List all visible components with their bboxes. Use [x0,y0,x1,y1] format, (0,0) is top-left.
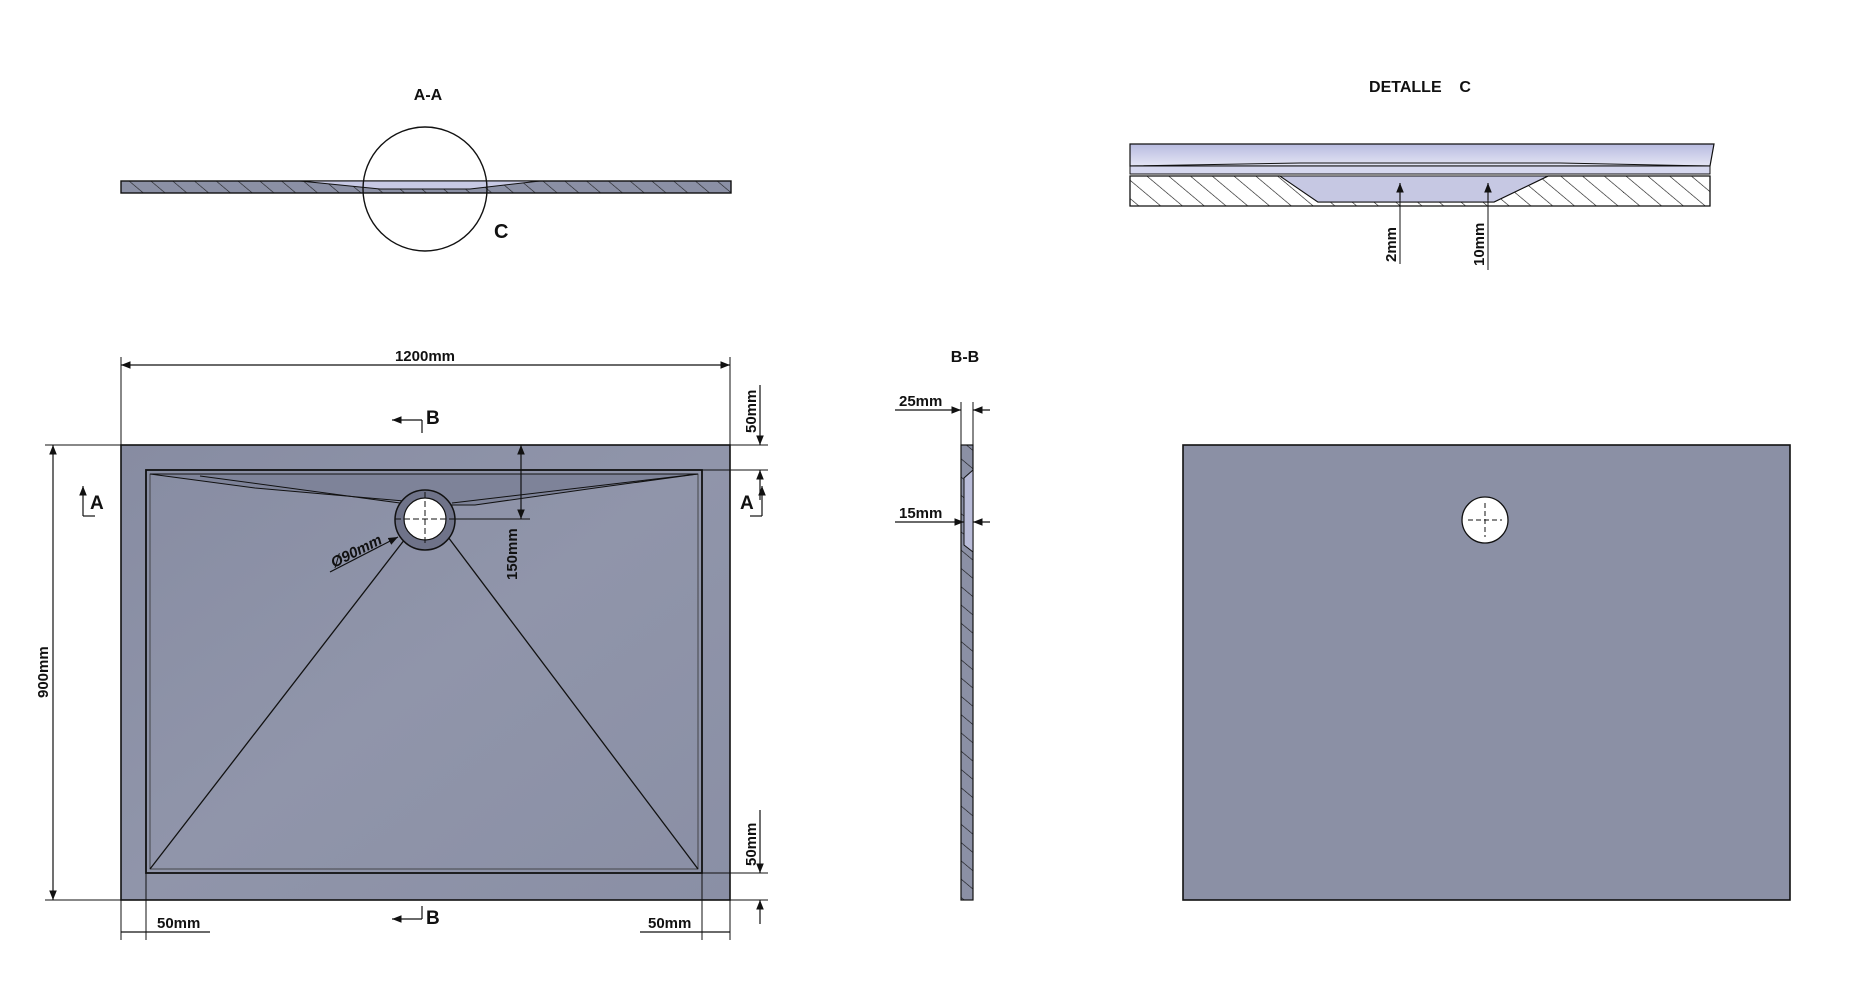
detail-c-title: DETALLE C [1369,79,1471,96]
detail-c-dim-10mm: 10mm [1471,223,1488,266]
detail-c-recess [1278,175,1549,203]
plan-view: 1200mm 900mm Ø90mm 150mm 50m [35,348,768,940]
slope-line-top-right [451,473,699,504]
detail-c-marker: C [494,221,508,243]
detail-c-body [1129,165,1711,175]
section-aa-recess [299,180,541,190]
tray-inner-basin [145,469,703,874]
section-a-right-marker: A [740,486,766,517]
section-bb-recess-label: 15mm [899,505,942,522]
section-b-bottom-label: B [426,908,440,929]
slope-line-top-left [199,475,401,504]
section-a-left-label: A [90,493,104,514]
section-bb-recess [963,468,974,554]
top-margin-label: 50mm [743,390,760,433]
detail-c-view: DETALLE C 2mm 10mm [1129,79,1715,270]
section-bb-view: B-B 25mm 15mm [895,349,990,901]
slope-line-right [447,536,699,870]
detail-c-dim-2mm: 2mm [1383,227,1400,262]
section-b-bottom-marker: B [392,906,440,929]
section-bb-hatch [961,445,973,900]
section-aa-title: A-A [414,87,443,104]
left-margin-label: 50mm [157,915,200,932]
section-b-top-label: B [426,408,440,429]
section-aa-view: A-A C [120,87,732,252]
underside-view [1182,444,1791,901]
section-b-top-marker: B [392,408,440,433]
section-bb-thickness-label: 25mm [899,393,942,410]
detail-c-circle [362,126,488,252]
drain-offset-label: 150mm [504,528,521,580]
detail-c-slope-line [1129,162,1711,167]
bottom-margin-label: 50mm [743,823,760,866]
section-bb-title: B-B [951,349,979,366]
section-a-left-marker: A [79,486,104,517]
width-dim-label: 1200mm [395,348,455,365]
height-dim-label: 900mm [35,646,52,698]
section-a-right-label: A [740,493,754,514]
slope-line-left [149,538,406,870]
right-margin-label: 50mm [648,915,691,932]
